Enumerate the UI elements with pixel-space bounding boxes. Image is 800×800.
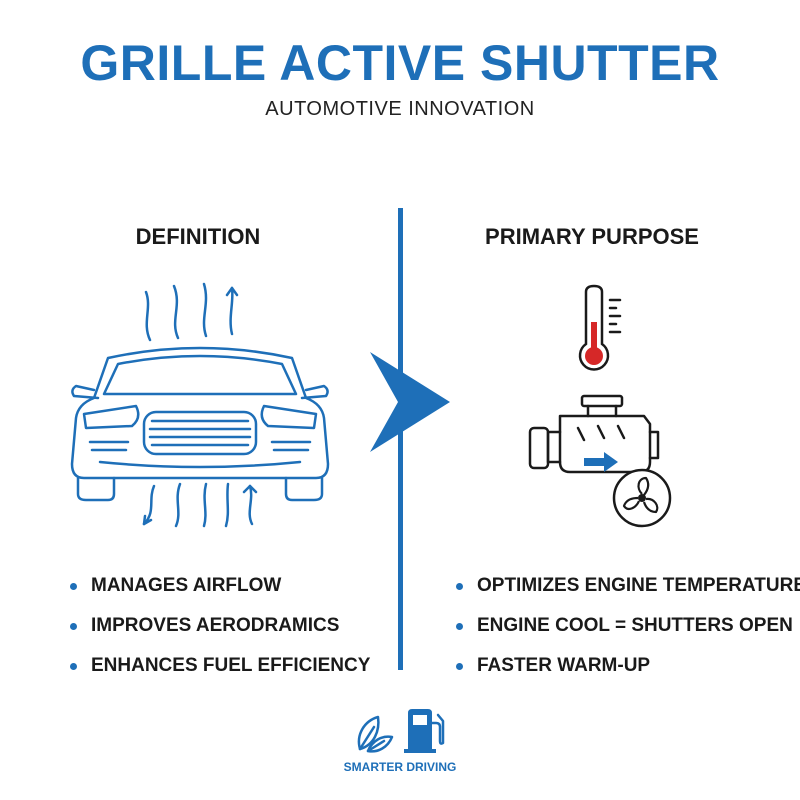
center-divider xyxy=(398,208,403,670)
bullet-dot xyxy=(456,582,463,590)
list-item: FASTER WARM-UP xyxy=(456,646,800,686)
definition-bullet-list: MANAGES AIRFLOW IMPROVES AERODRAMICS ENH… xyxy=(70,566,370,686)
page-subtitle: AUTOMOTIVE INNOVATION xyxy=(265,98,535,120)
bullet-dot xyxy=(456,662,463,670)
definition-heading: DEFINITION xyxy=(135,224,261,249)
car-front-airflow-icon xyxy=(70,282,330,528)
footer-icon-group xyxy=(350,705,450,755)
bullet-dot xyxy=(456,622,463,630)
fan-icon xyxy=(612,468,672,528)
purpose-bullet-list: OPTIMIZES ENGINE TEMPERATURE ENGINE COOL… xyxy=(456,566,800,686)
primary-purpose-heading: PRIMARY PURPOSE xyxy=(485,224,699,249)
bullet-dot xyxy=(70,662,77,670)
chevron-right-icon xyxy=(370,352,450,452)
list-item: OPTIMIZES ENGINE TEMPERATURE xyxy=(456,566,800,606)
bullet-dot xyxy=(70,622,77,630)
list-item: ENHANCES FUEL EFFICIENCY xyxy=(70,646,370,686)
page-title: GRILLE ACTIVE SHUTTER xyxy=(80,35,720,91)
leaf-icon xyxy=(357,715,394,753)
footer-label: SMARTER DRIVING xyxy=(343,760,457,774)
thermometer-icon xyxy=(578,284,622,371)
list-item: ENGINE COOL = SHUTTERS OPEN xyxy=(456,606,800,646)
list-item: IMPROVES AERODRAMICS xyxy=(70,606,370,646)
list-item: MANAGES AIRFLOW xyxy=(70,566,370,606)
bullet-dot xyxy=(70,582,77,590)
fuel-pump-icon xyxy=(404,709,445,753)
